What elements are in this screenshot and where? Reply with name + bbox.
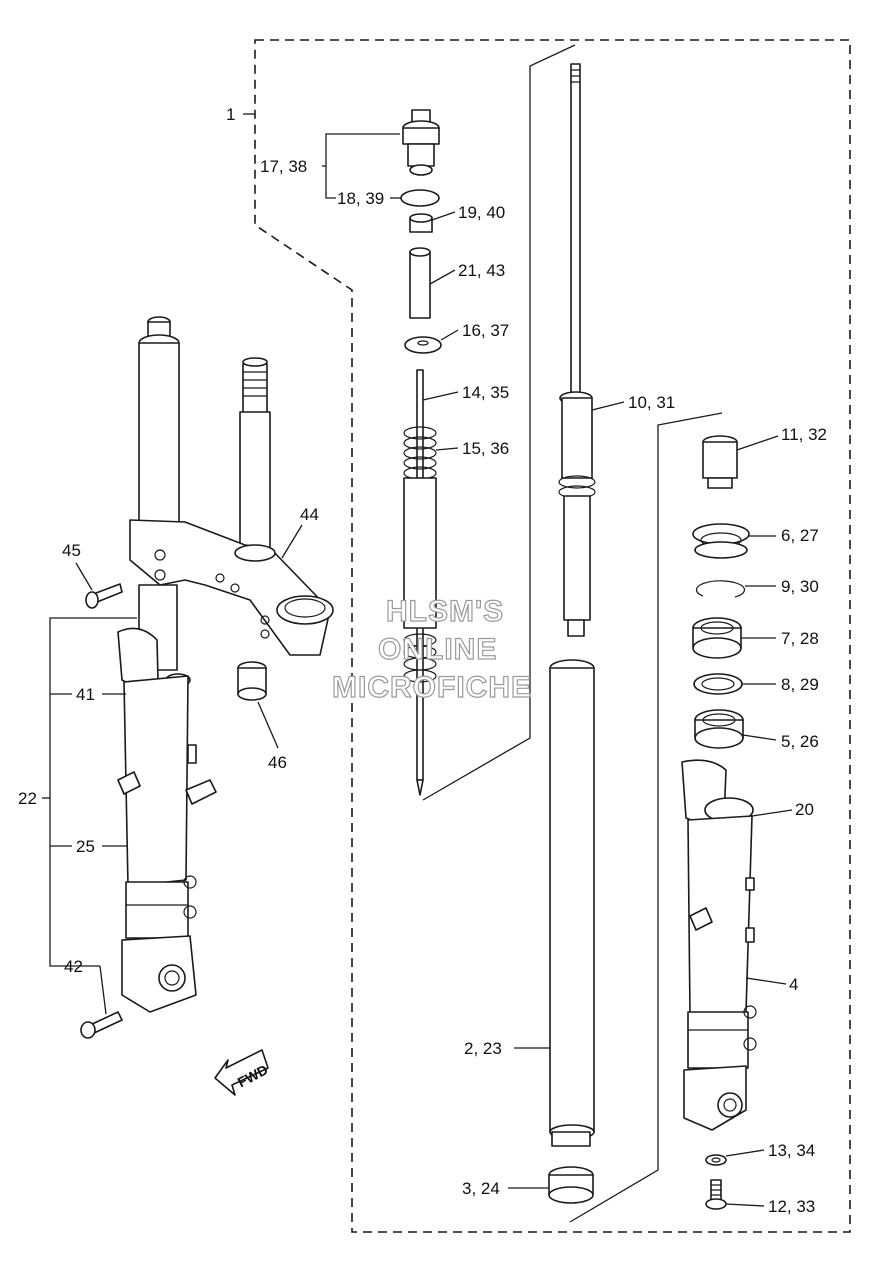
o-ring-18 [400,189,440,207]
group-line-inner [422,44,576,801]
spring-15 [403,426,437,683]
bolt-42 [80,1011,123,1039]
bushing-5 [694,709,744,749]
bolt-12 [705,1179,727,1210]
callout-20: 20 [795,800,814,819]
leader-46 [257,701,279,749]
callout-6: 6, 27 [781,526,819,545]
washer-13 [705,1154,727,1166]
callout-18: 18, 39 [337,189,384,208]
callout-1: 1 [226,105,235,124]
outer-tube-4 [681,759,757,1131]
callout-11: 11, 32 [781,425,827,444]
bracket-22 [49,617,137,967]
callout-46: 46 [268,753,287,772]
callout-25: 25 [76,837,95,856]
callout-45: 45 [62,541,81,560]
fwd-arrow-icon: FWD [214,1049,270,1096]
callout-14: 14, 35 [462,383,509,402]
dust-seal-6 [692,523,750,559]
callout-2: 2, 23 [464,1039,502,1058]
bushing-3 [548,1166,594,1204]
callout-5: 5, 26 [781,732,819,751]
leader-44 [281,524,303,559]
callout-44: 44 [300,505,319,524]
callout-7: 7, 28 [781,629,819,648]
adjuster-17 [402,109,440,176]
callout-8: 8, 29 [781,675,819,694]
assembly-boundary-dashed [254,39,851,1233]
callout-12: 12, 33 [768,1197,815,1216]
callout-41: 41 [76,685,95,704]
callout-10: 10, 31 [628,393,675,412]
washer-16 [404,336,442,354]
assembled-fork-leg [117,316,334,1013]
oil-seal-7 [692,617,742,659]
svg-text:HLSM'S: HLSM'S [386,595,504,628]
callout-4: 4 [789,975,798,994]
collar-46 [237,661,267,701]
bolt-45 [85,583,123,609]
spacer-tube-21 [409,247,431,319]
damper-cylinder-10 [558,63,596,637]
watermark: HLSM'S ONLINE MICROFICHE [331,594,532,704]
callout-21: 21, 43 [458,261,505,280]
cap-11 [702,435,738,489]
callout-17: 17, 38 [260,157,307,176]
nut-19 [409,213,433,233]
callout-9: 9, 30 [781,577,819,596]
inner-tube-2 [549,659,595,1147]
callout-13: 13, 34 [768,1141,815,1160]
callout-3: 3, 24 [462,1179,500,1198]
callout-15: 15, 36 [462,439,509,458]
callout-19: 19, 40 [458,203,505,222]
leader-45 [75,562,93,591]
svg-text:MICROFICHE: MICROFICHE [332,671,532,704]
circlip-9 [695,580,746,598]
svg-text:ONLINE: ONLINE [378,633,497,666]
callout-42: 42 [64,957,83,976]
callout-16: 16, 37 [462,321,509,340]
group-line-outer [569,412,723,1223]
callout-22: 22 [18,789,37,808]
washer-8 [693,673,743,695]
